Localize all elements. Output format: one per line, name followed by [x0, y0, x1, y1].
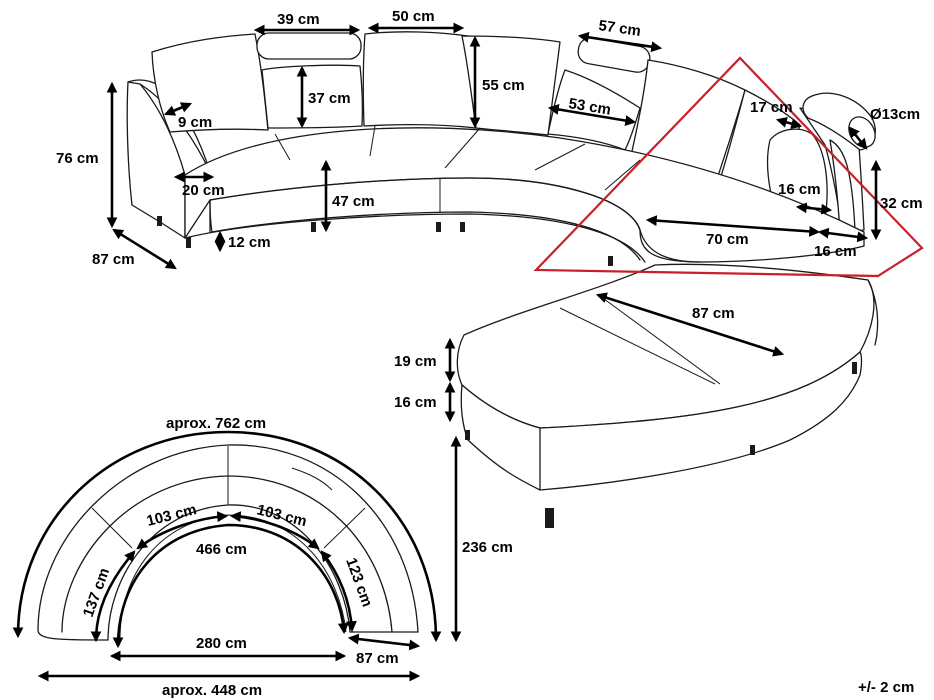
label-back-height-55: 55 cm	[482, 77, 525, 94]
label-depth-53: 53 cm	[567, 95, 612, 118]
label-width-57: 57 cm	[597, 17, 641, 40]
label-bottom-87: 87 cm	[356, 650, 399, 667]
label-seg-103a: 103 cm	[145, 501, 198, 530]
label-seg-103b: 103 cm	[255, 501, 308, 530]
label-chaise-19: 19 cm	[394, 353, 437, 370]
label-outer-762: aprox. 762 cm	[166, 415, 266, 432]
label-pillow-32: 32 cm	[880, 195, 923, 212]
headrest-1	[256, 32, 362, 60]
label-arm-9: 9 cm	[178, 114, 212, 131]
label-height-76: 76 cm	[56, 150, 99, 167]
label-seat-height-47: 47 cm	[332, 193, 375, 210]
label-seat-70: 70 cm	[706, 231, 749, 248]
label-pillow-17: 17 cm	[750, 99, 793, 116]
label-arm-20: 20 cm	[182, 182, 225, 199]
label-pillow-diameter: Ø13cm	[870, 106, 920, 123]
label-chaise-87: 87 cm	[692, 305, 735, 322]
label-leg-12: 12 cm	[228, 234, 271, 251]
label-inner-280: 280 cm	[196, 635, 247, 652]
label-overall-448: aprox. 448 cm	[162, 682, 262, 699]
label-inner-466: 466 cm	[196, 541, 247, 558]
label-width-50: 50 cm	[392, 8, 435, 25]
highlight-triangle	[533, 56, 924, 278]
label-tolerance: +/- 2 cm	[858, 679, 914, 696]
label-chaise-16: 16 cm	[394, 394, 437, 411]
back-cushion-3	[362, 31, 477, 129]
top-view-plan	[12, 430, 442, 682]
label-pillow-16a: 16 cm	[778, 181, 821, 198]
dimension-arrows	[106, 22, 882, 643]
chaise-base	[460, 351, 863, 491]
dimension-labels: 39 cm 50 cm 57 cm 55 cm 37 cm 53 cm 9 cm…	[56, 8, 923, 699]
label-pillow-16b: 16 cm	[814, 243, 857, 260]
label-width-39: 39 cm	[277, 11, 320, 28]
label-depth-87-left: 87 cm	[92, 251, 135, 268]
label-cushion-height-37: 37 cm	[308, 90, 351, 107]
label-chaise-236: 236 cm	[462, 539, 513, 556]
